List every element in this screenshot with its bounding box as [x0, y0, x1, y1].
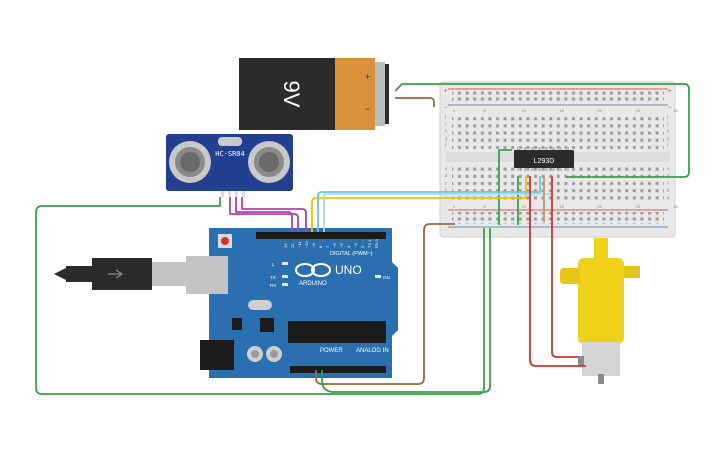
analog-label: ANALOG IN: [356, 348, 389, 354]
digital-pin-label: 2: [360, 245, 365, 248]
svg-text:−: −: [668, 105, 672, 111]
battery-9v[interactable]: 9V + −: [239, 58, 389, 130]
breadboard-column-number: 10: [521, 108, 526, 113]
sensor-left-transducer: [169, 141, 211, 183]
digital-pin-label: ~3: [353, 243, 358, 248]
arduino-uno-board[interactable]: UNO ARDUINO DIGITAL (PWM~) POWER ANALOG …: [186, 228, 398, 378]
breadboard-row-letter: h: [445, 128, 448, 133]
breadboard-row-letter: b: [667, 188, 670, 193]
digital-pin-label: 8: [318, 245, 323, 248]
digital-pin-label: ~9: [311, 243, 316, 248]
breadboard-row-letter: c: [667, 180, 670, 185]
breadboard-column-number: 20: [597, 108, 602, 113]
status-leds: L TX RX ON: [270, 262, 390, 288]
svg-text:TX: TX: [270, 275, 276, 280]
breadboard-row-letter: j: [666, 114, 668, 119]
breadboard-column-number: 5: [483, 204, 486, 209]
digital-pin-label: ~6: [332, 243, 337, 248]
arduino-logo-icon: [295, 263, 315, 277]
breadboard-row-letter: b: [445, 188, 448, 193]
breadboard-row-letter: f: [667, 143, 669, 148]
battery-plus: +: [365, 72, 370, 82]
breadboard-column-number: 25: [635, 204, 640, 209]
power-label: POWER: [320, 348, 343, 354]
breadboard-row-letter: g: [445, 136, 448, 141]
svg-text:L: L: [272, 262, 275, 267]
sensor-label: HC-SR04: [215, 150, 245, 158]
breadboard-column-number: 30: [673, 204, 678, 209]
digital-pin-label: 4: [346, 245, 351, 248]
dc-gear-motor[interactable]: [560, 238, 640, 384]
chip-label: L293D: [534, 158, 555, 165]
breadboard-row-letter: c: [445, 180, 448, 185]
power-jack: [200, 340, 234, 370]
breadboard-column-number: 15: [559, 108, 564, 113]
digital-pin-label: ~10: [304, 240, 309, 248]
breadboard-row-letter: i: [667, 121, 668, 126]
digital-pin-label: RX 0: [374, 238, 379, 248]
board-model: UNO: [335, 263, 362, 277]
breadboard-column-number: 1: [453, 108, 456, 113]
breadboard-row-letter: g: [667, 136, 670, 141]
wires: [35, 83, 690, 395]
digital-pin-label: TX 1: [367, 239, 372, 248]
digital-pin-label: 13: [283, 243, 288, 248]
svg-text:RX: RX: [270, 283, 276, 288]
usb-port: [186, 256, 228, 294]
digital-pin-label: 7: [325, 245, 330, 248]
svg-text:+: +: [668, 89, 672, 95]
breadboard-row-letter: h: [667, 128, 670, 133]
digital-pin-label: ~5: [339, 243, 344, 248]
breadboard-row-letter: a: [667, 195, 670, 200]
digital-header-label: DIGITAL (PWM~): [330, 251, 373, 257]
breadboard-column-number: 20: [597, 204, 602, 209]
digital-pin-label: ~11: [297, 241, 302, 248]
battery-minus: −: [365, 104, 370, 114]
board-brand: ARDUINO: [299, 281, 327, 287]
breadboard-column-number: 10: [521, 204, 526, 209]
l293d-chip[interactable]: L293D: [514, 147, 574, 171]
breadboard-row-letter: e: [667, 166, 670, 171]
rail-plus-label: +: [444, 89, 448, 95]
breadboard-row-letter: d: [667, 173, 670, 178]
breadboard-row-letter: j: [444, 114, 446, 119]
svg-text:ON: ON: [383, 275, 390, 280]
usb-cable: [54, 258, 188, 290]
battery-label: 9V: [279, 81, 304, 108]
usb-icon: [108, 269, 124, 279]
breadboard-column-number: 1: [453, 204, 456, 209]
breadboard-column-number: 5: [483, 108, 486, 113]
rail-minus-label: −: [444, 105, 448, 111]
breadboard-row-letter: d: [445, 173, 448, 178]
sensor-right-transducer: [248, 141, 290, 183]
digital-pin-label: 12: [290, 243, 295, 248]
breadboard-row-letter: i: [445, 121, 446, 126]
breadboard-column-number: 30: [673, 108, 678, 113]
breadboard-column-number: 25: [635, 108, 640, 113]
breadboard-column-number: 15: [559, 204, 564, 209]
breadboard-row-letter: e: [445, 166, 448, 171]
breadboard-row-letter: f: [445, 143, 447, 148]
hc-sr04-sensor[interactable]: HC-SR04: [166, 134, 293, 197]
atmega-chip: [288, 321, 386, 343]
